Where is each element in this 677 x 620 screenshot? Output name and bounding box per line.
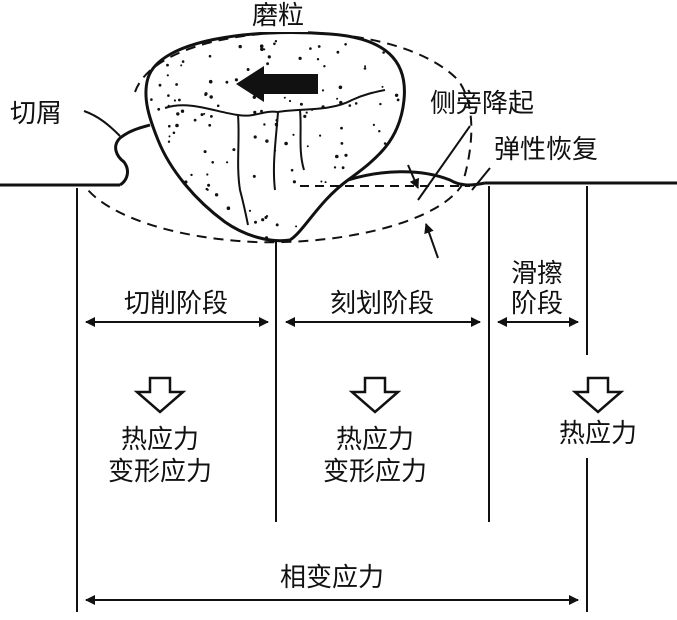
grain-texture-dots (145, 32, 404, 241)
grain-motion-arrow (236, 66, 318, 102)
plowing-stress-line1: 热应力 (336, 425, 414, 455)
rubbing-stress-label: 热应力 (559, 419, 637, 449)
stage-range-arrows (85, 317, 579, 605)
wheel-envelope-dashed (87, 31, 473, 244)
cutting-stress-line2: 变形应力 (108, 457, 212, 487)
side-bulge-label: 侧旁降起 (430, 89, 534, 119)
stage-dividers (76, 186, 588, 612)
plowing-stress-line2: 变形应力 (323, 457, 427, 487)
grain-label: 磨粒 (252, 1, 304, 31)
cutting-stress-line1: 热应力 (121, 425, 199, 455)
elastic-recovery-label: 弹性恢复 (494, 135, 598, 165)
workpiece-surface (0, 181, 677, 187)
chip (83, 110, 151, 187)
stage-cutting-label: 切削阶段 (124, 289, 228, 319)
stage-rubbing-label-line2: 阶段 (511, 289, 563, 319)
down-arrow-icon (571, 376, 625, 414)
stage-rubbing-label-line1: 滑擦 (511, 259, 563, 289)
side-bulge-profile (300, 125, 491, 259)
chip-label: 切屑 (10, 99, 62, 129)
down-arrow-icon (133, 376, 187, 414)
phase-stress-label: 相变应力 (280, 563, 384, 593)
stage-plowing-label: 刻划阶段 (330, 289, 434, 319)
down-arrow-icon (348, 376, 402, 414)
abrasive-grain (144, 31, 406, 243)
